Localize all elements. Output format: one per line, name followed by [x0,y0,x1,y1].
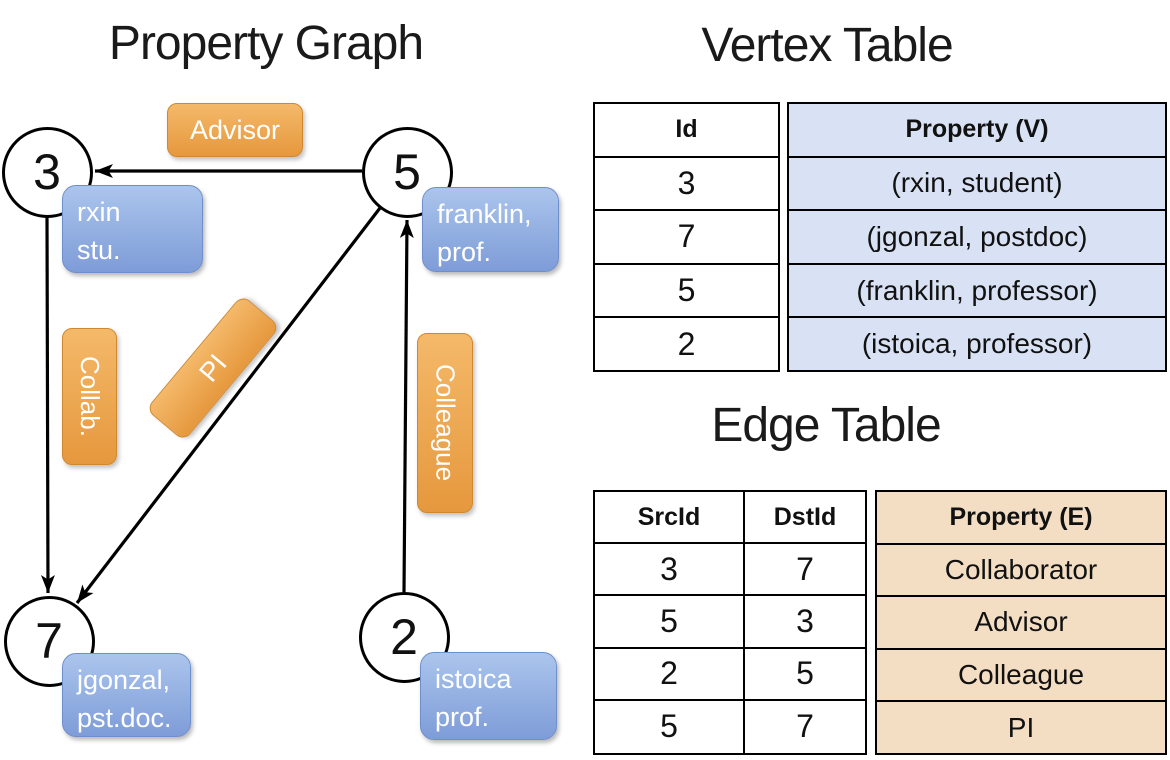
edge-label-pi-text: PI [192,348,233,388]
node-3: 3 [1,126,93,218]
edge-table-property-cell: Colleague [877,650,1165,703]
vertex-table-title: Vertex Table [701,19,953,72]
edge-table-property-cell: Collaborator [877,545,1165,598]
node-5-property-line2: prof. [437,236,492,267]
vertex-table-property-header: Property (V) [789,104,1165,158]
edge-table-property-column: Property (E) Collaborator Advisor Collea… [875,490,1167,755]
node-5-property-line1: franklin, [437,199,532,229]
edge-table-property-header: Property (E) [877,492,1165,545]
edge-table-property-cell: PI [1007,711,1035,743]
edge-table-dst-cell: 7 [796,708,814,745]
vertex-table-id-column: Id 3 7 5 2 [593,102,780,372]
edge-table-dst-cell: 5 [745,649,865,701]
edge-colleague-arrow [399,219,414,593]
edge-table-property-cell: Advisor [877,597,1165,650]
edge-label-collab-text: Collab. [75,356,105,437]
node-5-id: 5 [393,144,421,200]
vertex-table-property-cell: (jgonzal, postdoc) [789,211,1165,265]
vertex-table-id-cell: 7 [595,211,778,265]
node-2-property-line2: prof. [435,701,490,732]
vertex-table-property-column: Property (V) (rxin, student) (jgonzal, p… [787,102,1167,372]
edge-table-title: Edge Table [711,399,941,452]
edge-table-id-columns: SrcId DstId 3 7 5 3 2 5 5 7 [593,490,867,755]
node-2-property-box: istoica prof. [420,652,557,740]
node-7-property-box: jgonzal, pst.doc. [62,653,191,737]
node-7-property-line1: jgonzal, [77,665,171,695]
edge-collab-arrow [40,216,55,594]
edge-label-colleague: Colleague [417,333,473,513]
edge-table-dst-cell: 7 [745,544,865,597]
vertex-table-id-cell: 3 [595,158,778,212]
node-5-property-box: franklin, prof. [422,187,559,272]
edge-table-src-cell: 5 [595,700,745,753]
edge-table-src-cell: 3 [595,544,745,597]
edge-label-collab: Collab. [62,328,117,465]
node-3-property-box: rxin stu. [62,185,203,273]
edge-table-dst-cell: 3 [745,596,865,649]
node-3-property-line1: rxin [77,197,121,227]
vertex-table-property-cell: (franklin, professor) [789,265,1165,319]
vertex-table-id-header: Id [595,104,778,158]
edge-label-advisor-text: Advisor [189,114,281,145]
node-3-property-line2: stu. [77,234,121,265]
edge-table-src-cell: 5 [595,596,745,649]
node-7-id: 7 [35,613,63,669]
edge-label-colleague-text: Colleague [430,364,461,482]
edge-label-advisor: Advisor [167,103,303,157]
vertex-table-id-cell: 5 [595,265,778,319]
graph-title: Property Graph [108,17,424,70]
node-3-id: 3 [33,144,61,200]
node-2-id: 2 [390,609,418,665]
vertex-table-property-cell: (istoica, professor) [861,328,1093,360]
node-2-property-line1: istoica [435,664,512,694]
vertex-table-property-cell: (rxin, student) [789,158,1165,212]
edge-table-src-cell: 2 [595,648,745,701]
edge-table-src-header: SrcId [595,492,745,545]
edge-table-dst-header: DstId [745,492,865,545]
edge-pi-arrow [75,207,382,604]
vertex-table-id-cell: 2 [677,325,696,362]
node-7-property-line2: pst.doc. [77,702,172,733]
